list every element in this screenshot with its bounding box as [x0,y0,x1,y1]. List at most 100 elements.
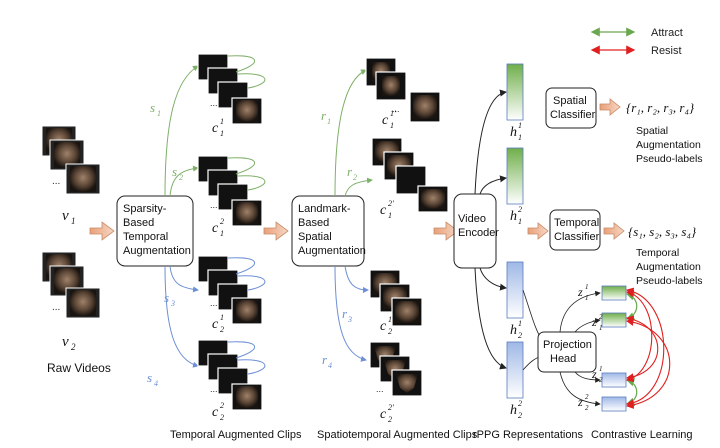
z12-sub: 1 [599,324,603,332]
temporal-aug-line-2: Based [123,217,154,229]
c22-dots: ... [210,384,218,394]
z12-box [601,312,627,328]
c11p-sub: 1 [390,121,394,130]
temporal-classifier-line-2: Classifier [554,231,600,243]
s4-sub: 4 [154,379,158,388]
spatial-aug-line-4: Augmentation [298,245,366,257]
s3-label: s [164,290,169,305]
c21p-label: c [380,319,387,334]
h21-label: h [510,323,517,338]
r1-sub: 1 [327,117,331,126]
z22-label: z [577,395,583,409]
encoder-to-h12 [479,175,507,195]
raw-videos-caption: Raw Videos [47,361,111,375]
spatial-aug-line-1: Landmark- [298,203,351,215]
h11-label: h [510,125,517,140]
temporal-caption-3: Pseudo-labels [636,275,703,287]
flow-arrow-icon [89,221,115,241]
c22p-sup: 2′ [388,403,394,412]
spatial-caption-1: Spatial [636,125,668,137]
contrastive-caption: Contrastive Learning [591,429,693,441]
encoder-line-2: Encoder [458,227,499,239]
flow-arrow-icon [433,221,459,241]
temporal-clips-caption: Temporal Augmented Clips [170,429,302,441]
projection-line-1: Projection [543,339,592,351]
r1-label: r [321,108,327,123]
c11-sub: 1 [220,129,224,138]
h11-bar [506,63,524,121]
legend-resist-label: Resist [651,45,682,57]
spatial-pseudo-labels: {r₁, r₂, r₃, r₄} [626,100,695,115]
c11p-label: c [382,113,389,128]
r3-curve [344,265,369,293]
temporal-caption-2: Augmentation [636,261,701,273]
c21-dots: ... [210,298,218,308]
raw-video-v1: ... v 1 [41,125,101,226]
contrastive-arcs [625,287,671,409]
c12-sup: 2 [220,217,224,226]
c12-dots: ... [210,200,218,210]
spatial-classifier-box: Spatial Classifier [545,87,597,129]
projection-head-box: Projection Head [537,331,597,373]
c11-sup: 1 [220,117,224,126]
c11-dots: ... [210,98,218,108]
clip-c12-prime: c 1 2′ [371,137,449,220]
h22-sub: 2 [518,411,522,420]
h12-bar [506,147,524,205]
v1-dots: ... [52,176,60,187]
c12p-sup: 2′ [388,199,394,208]
encoder-to-h11 [474,89,507,195]
c11-label: c [212,121,219,136]
spatial-caption-2: Augmentation [636,139,701,151]
c22-label: c [212,405,219,420]
clip-c12: ... c 1 2 [197,155,266,238]
attract-arc-v1 [625,292,638,321]
z22-sup: 2 [585,393,589,401]
proj-to-z12 [574,318,601,333]
z21-sup: 1 [599,365,603,373]
s1-curve [164,65,199,197]
temporal-aug-line-1: Sparsity- [123,203,167,215]
h12-label: h [510,209,517,224]
z12-sup: 2 [599,313,603,321]
temporal-caption-1: Temporal [636,247,679,259]
z11-sub: 1 [585,294,589,302]
r4-sub: 4 [328,361,332,370]
flow-arrow-icon [263,221,289,241]
c21p-sub: 2 [388,327,392,336]
raw-video-v2: ... v 2 [41,251,101,352]
r2-label: r [347,164,353,179]
r4-curve [334,265,367,362]
proj-to-z22 [559,371,601,407]
v2-label: v [62,334,69,350]
s3-curve [169,265,199,293]
z12-label: z [591,315,597,329]
h21-sup: 1 [518,319,522,328]
s2-label: s [172,164,177,179]
spatial-caption-3: Pseudo-labels [636,153,703,165]
c21-sup: 1 [220,313,224,322]
z22-sub: 2 [585,404,589,412]
s4-label: s [147,370,152,385]
resist-arc-3 [625,315,659,381]
z21-box [601,372,627,388]
c12p-label: c [380,203,387,218]
c21-sub: 2 [220,325,224,334]
spatial-augmentation-box: Landmark- Based Spatial Augmentation [291,195,366,267]
h22-bar [506,341,524,399]
z11-sup: 1 [585,283,589,291]
c22-sub: 2 [220,413,224,422]
r3-sub: 3 [347,315,352,324]
z11-label: z [577,285,583,299]
h11-sup: 1 [518,121,522,130]
c12-sub: 1 [220,229,224,238]
s2-sub: 2 [179,173,183,182]
temporal-pseudo-labels: {s₁, s₂, s₃, s₄} [628,224,697,239]
r2-sub: 2 [353,173,357,182]
flow-arrow-icon [599,98,621,116]
z21-sub: 2 [599,376,603,384]
resist-arc-1 [625,289,653,383]
encoder-to-h21 [479,267,507,291]
clip-c11-prime: ... c 1 1′ [365,57,441,130]
